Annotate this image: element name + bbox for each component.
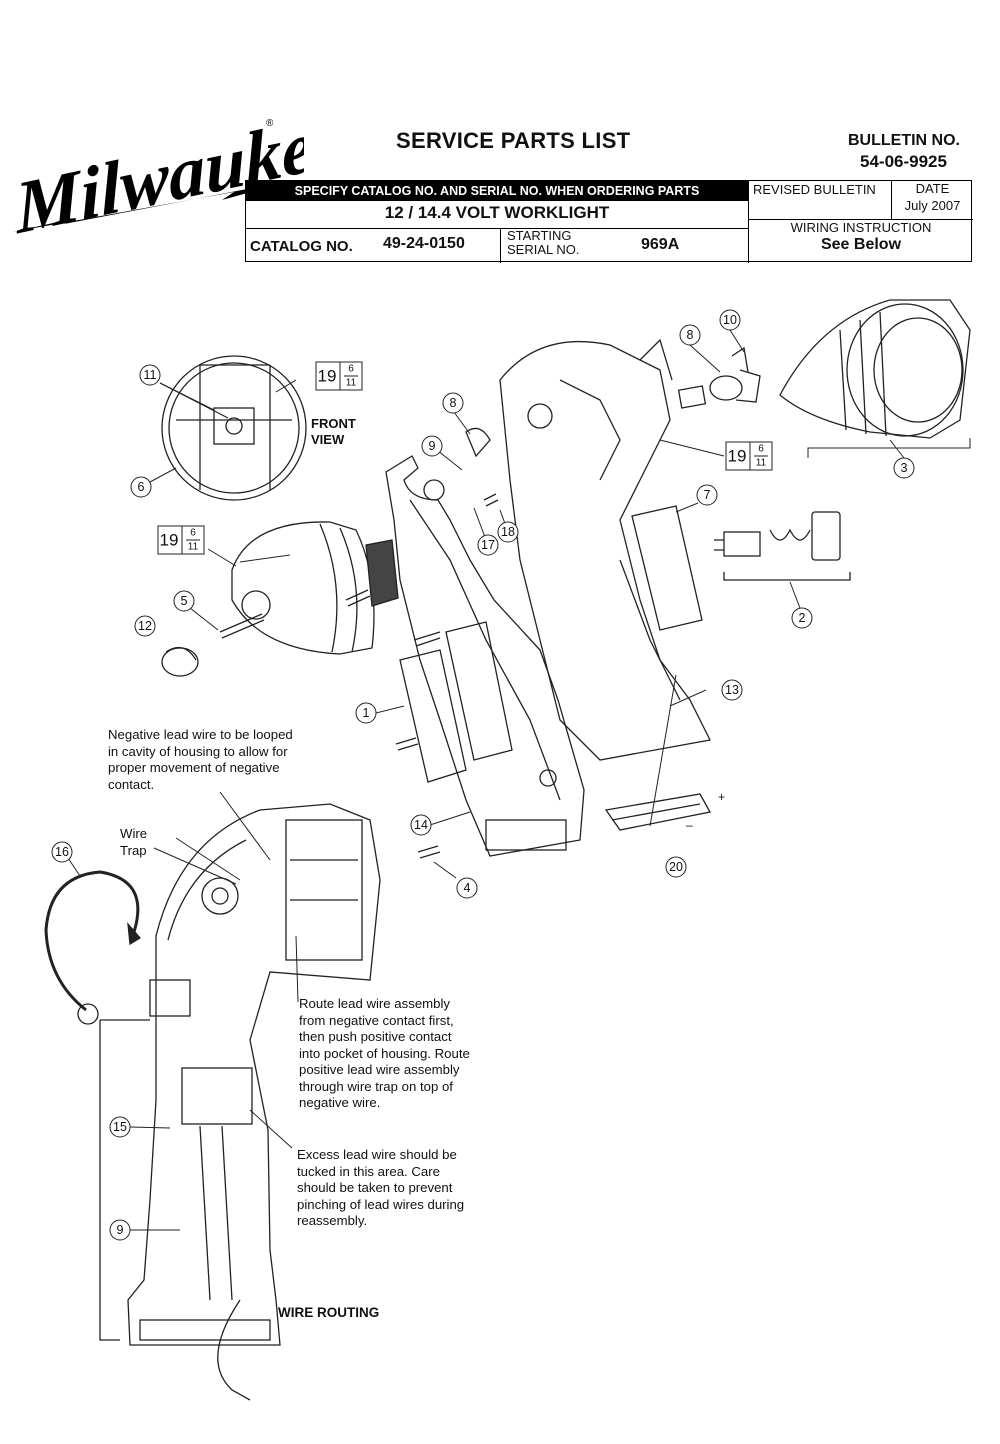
- note-route-lead: Route lead wire assembly from negative c…: [299, 996, 470, 1110]
- specify-note: SPECIFY CATALOG NO. AND SERIAL NO. WHEN …: [246, 181, 748, 201]
- callout-9b: 9: [109, 1219, 131, 1241]
- callout-2: 2: [791, 607, 813, 629]
- note-wire-trap: Wire Trap: [120, 826, 148, 858]
- battery-contact: [604, 793, 712, 831]
- svg-text:8: 8: [687, 328, 694, 342]
- callout-16: 16: [51, 841, 73, 863]
- svg-text:16: 16: [55, 845, 69, 859]
- wiring-instruction-cell: WIRING INSTRUCTION See Below: [748, 219, 973, 263]
- callout-group: 11 6 5 12 1 14 4 8 9 17 18 8 10 3 7 2 13…: [51, 309, 915, 1241]
- label-strips: [399, 505, 703, 783]
- belt-hook: [44, 870, 141, 1025]
- exploded-parts-diagram: 11 6 5 12 1 14 4 8 9 17 18 8 10 3 7 2 13…: [44, 299, 971, 1401]
- callout-6: 6: [130, 476, 152, 498]
- svg-text:11: 11: [188, 542, 199, 553]
- svg-text:13: 13: [725, 683, 739, 697]
- date-label: DATE: [915, 181, 950, 196]
- svg-text:3: 3: [901, 461, 908, 475]
- front-view-label: FRONT VIEW: [311, 416, 356, 447]
- date-cell: DATE July 2007: [891, 181, 973, 219]
- minus-mark: –: [686, 818, 693, 832]
- starting-serial-number: 969A: [641, 236, 680, 253]
- bulletin-label: BULLETIN NO.: [848, 132, 960, 149]
- svg-text:11: 11: [346, 378, 357, 389]
- callout-18: 18: [497, 521, 519, 543]
- svg-text:6: 6: [758, 444, 764, 455]
- svg-text:11: 11: [144, 368, 157, 382]
- callout-8b: 8: [679, 324, 701, 346]
- switch-assembly: [714, 511, 851, 581]
- callout-4: 4: [456, 877, 478, 899]
- bulletin-number: 54-06-9925: [860, 152, 947, 171]
- svg-text:17: 17: [481, 538, 495, 552]
- catalog-number: 49-24-0150: [383, 235, 465, 252]
- revised-bulletin-cell: REVISED BULLETIN: [748, 181, 891, 219]
- ref-box-1: 19 6 11: [315, 361, 363, 391]
- callout-13: 13: [721, 679, 743, 701]
- ref-box-3: 19 6 11: [725, 441, 773, 471]
- callout-14: 14: [410, 814, 432, 836]
- note-negative-lead: Negative lead wire to be looped in cavit…: [108, 727, 293, 792]
- svg-text:2: 2: [799, 611, 806, 625]
- svg-text:18: 18: [501, 525, 515, 539]
- svg-text:11: 11: [756, 458, 767, 469]
- svg-text:20: 20: [669, 860, 683, 874]
- svg-text:19: 19: [160, 531, 179, 550]
- svg-text:6: 6: [348, 364, 354, 375]
- svg-text:5: 5: [181, 594, 188, 608]
- catalog-cell: CATALOG NO. 49-24-0150: [246, 229, 500, 263]
- bulb-assembly: [465, 346, 761, 458]
- svg-text:19: 19: [728, 447, 747, 466]
- callout-3: 3: [893, 457, 915, 479]
- callout-11: 11: [139, 364, 161, 386]
- cap-and-screw: [161, 613, 265, 677]
- callout-12: 12: [134, 615, 156, 637]
- handle-right-half: [499, 338, 711, 761]
- svg-text:10: 10: [723, 313, 737, 327]
- milwaukee-logo: Milwaukee ®: [12, 98, 304, 246]
- lens-bezel: [779, 299, 971, 439]
- wire-routing-label: WIRE ROUTING: [278, 1305, 380, 1320]
- svg-text:15: 15: [113, 1120, 127, 1134]
- callout-8a: 8: [442, 392, 464, 414]
- callout-7: 7: [696, 484, 718, 506]
- wire-routing-housing: [99, 803, 381, 1401]
- callout-10: 10: [719, 309, 741, 331]
- product-name: 12 / 14.4 VOLT WORKLIGHT: [246, 201, 748, 229]
- callout-15: 15: [109, 1116, 131, 1138]
- callout-1: 1: [355, 702, 377, 724]
- lens-housing: [231, 521, 399, 655]
- screws: [345, 493, 499, 859]
- handle-left-half: [385, 455, 585, 857]
- callout-20: 20: [665, 856, 687, 878]
- note-excess-lead: Excess lead wire should be tucked in thi…: [297, 1147, 465, 1228]
- svg-text:6: 6: [190, 528, 196, 539]
- header-table: SPECIFY CATALOG NO. AND SERIAL NO. WHEN …: [245, 180, 973, 263]
- svg-text:9: 9: [117, 1223, 124, 1237]
- callout-9a: 9: [421, 435, 443, 457]
- callout-17: 17: [477, 534, 499, 556]
- wiring-value: See Below: [820, 236, 902, 253]
- plus-mark: +: [718, 790, 725, 804]
- wiring-label: WIRING INSTRUCTION: [790, 220, 932, 235]
- ref-box-2: 19 6 11: [157, 525, 205, 555]
- registered-mark: ®: [266, 118, 274, 129]
- starting-serial-label: STARTING SERIAL NO.: [507, 228, 580, 257]
- svg-text:1: 1: [363, 706, 370, 720]
- svg-text:9: 9: [429, 439, 436, 453]
- callout-5: 5: [173, 590, 195, 612]
- date-value: July 2007: [904, 198, 961, 213]
- svg-text:4: 4: [464, 881, 471, 895]
- svg-text:12: 12: [138, 619, 152, 633]
- serial-cell: STARTING SERIAL NO. 969A: [500, 229, 748, 263]
- svg-text:8: 8: [450, 396, 457, 410]
- svg-text:19: 19: [318, 367, 337, 386]
- catalog-label: CATALOG NO.: [250, 238, 353, 255]
- svg-text:7: 7: [704, 488, 711, 502]
- svg-text:14: 14: [414, 818, 428, 832]
- svg-text:6: 6: [138, 480, 145, 494]
- front-view-housing: [161, 355, 307, 501]
- revised-bulletin-label: REVISED BULLETIN: [753, 182, 876, 197]
- page-title: SERVICE PARTS LIST: [396, 128, 631, 153]
